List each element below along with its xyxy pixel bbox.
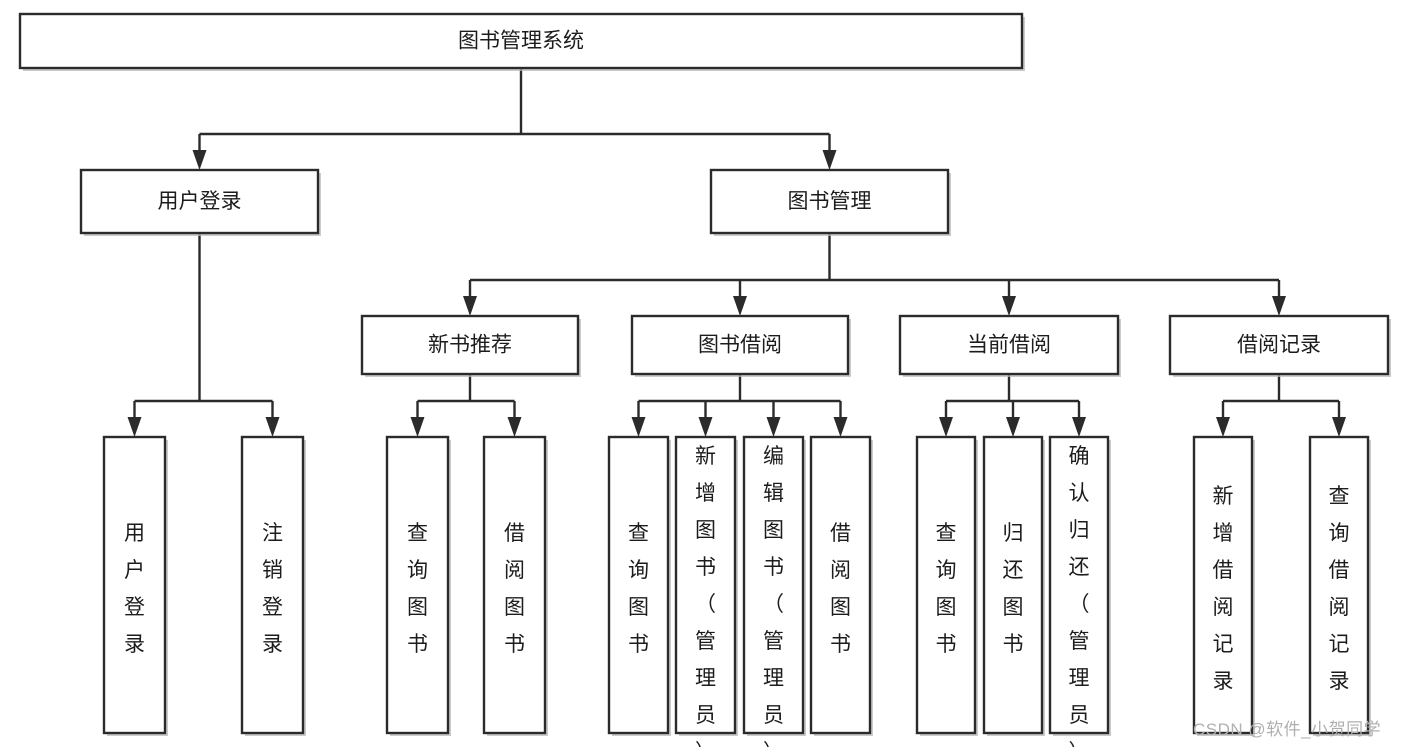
node-rect[interactable] (1168, 314, 1390, 376)
node-label: 归还图书 (1003, 522, 1024, 656)
node-label: 查询图书 (628, 522, 649, 656)
arrow-head (127, 417, 142, 437)
node-label: 借阅记录 (1237, 334, 1321, 357)
node-当前借阅[interactable]: 当前借阅 (898, 314, 1121, 377)
node-rect[interactable] (1048, 435, 1110, 735)
node-label: 图书管理系统 (458, 30, 584, 53)
arrow-head (410, 417, 425, 437)
arrow-head (631, 417, 646, 437)
arrow-head (939, 417, 953, 437)
node-用户登录[interactable]: 用户登录 (102, 435, 168, 736)
node-查询图书[interactable]: 查询图书 (607, 435, 671, 736)
node-rect[interactable] (385, 435, 450, 735)
node-查询图书[interactable]: 查询图书 (915, 435, 978, 736)
arrow-head (463, 296, 477, 316)
node-label: 当前借阅 (967, 334, 1051, 357)
node-label: 用户登录 (124, 522, 145, 656)
node-rect[interactable] (630, 314, 850, 376)
node-label: 查询借阅记录 (1329, 485, 1350, 693)
node-归还图书[interactable]: 归还图书 (982, 435, 1045, 736)
node-新增图书管理员[interactable]: 新增图书（管理员） (674, 435, 738, 747)
connector-layer (127, 68, 1346, 437)
node-label: 新书推荐 (428, 334, 512, 357)
node-图书管理系统[interactable]: 图书管理系统 (18, 12, 1025, 71)
node-rect[interactable] (79, 168, 320, 235)
node-rect[interactable] (360, 314, 580, 376)
arrow-head (1002, 296, 1016, 316)
arrow-head (833, 417, 848, 437)
arrow-head (698, 417, 713, 437)
arrow-head (192, 150, 207, 170)
node-label: 用户登录 (158, 190, 242, 213)
node-rect[interactable] (482, 435, 547, 735)
node-借阅记录[interactable]: 借阅记录 (1168, 314, 1391, 377)
arrow-head (822, 150, 837, 170)
arrow-head (766, 417, 781, 437)
node-查询图书[interactable]: 查询图书 (385, 435, 451, 736)
node-rect[interactable] (809, 435, 872, 735)
node-rect[interactable] (607, 435, 670, 735)
node-借阅图书[interactable]: 借阅图书 (482, 435, 548, 736)
node-rect[interactable] (1308, 435, 1370, 735)
node-layer: 图书管理系统用户登录用户登录注销登录图书管理新书推荐查询图书借阅图书图书借阅查询… (18, 12, 1391, 747)
arrow-head (507, 417, 522, 437)
node-rect[interactable] (674, 435, 737, 735)
node-rect[interactable] (898, 314, 1120, 376)
arrow-head (1216, 417, 1230, 437)
arrow-head (1272, 296, 1286, 316)
arrow-head (1072, 417, 1086, 437)
arrow-head (1332, 417, 1346, 437)
node-label: 借阅图书 (504, 522, 525, 656)
node-label: 图书管理 (788, 190, 872, 213)
node-label: 新增图书（管理员） (695, 445, 716, 747)
node-图书借阅[interactable]: 图书借阅 (630, 314, 851, 377)
node-编辑图书管理员[interactable]: 编辑图书（管理员） (742, 435, 806, 747)
node-rect[interactable] (102, 435, 167, 735)
node-label: 新增借阅记录 (1213, 485, 1234, 693)
arrow-head (733, 296, 747, 316)
node-rect[interactable] (18, 12, 1024, 70)
node-新增借阅记录[interactable]: 新增借阅记录 (1192, 435, 1255, 736)
arrow-head (265, 417, 280, 437)
node-注销登录[interactable]: 注销登录 (240, 435, 306, 736)
node-rect[interactable] (1192, 435, 1254, 735)
node-新书推荐[interactable]: 新书推荐 (360, 314, 581, 377)
arrow-head (1006, 417, 1020, 437)
node-借阅图书[interactable]: 借阅图书 (809, 435, 873, 736)
node-label: 注销登录 (262, 522, 283, 656)
node-label: 编辑图书（管理员） (763, 445, 784, 747)
node-确认归还管理员[interactable]: 确认归还（管理员） (1048, 435, 1111, 747)
node-用户登录[interactable]: 用户登录 (79, 168, 321, 236)
node-rect[interactable] (915, 435, 977, 735)
node-label: 借阅图书 (830, 522, 851, 656)
node-rect[interactable] (742, 435, 805, 735)
node-rect[interactable] (982, 435, 1044, 735)
node-label: 图书借阅 (698, 334, 782, 357)
node-图书管理[interactable]: 图书管理 (709, 168, 951, 236)
node-rect[interactable] (240, 435, 305, 735)
node-label: 确认归还（管理员） (1069, 445, 1090, 747)
node-label: 查询图书 (936, 522, 957, 656)
node-查询借阅记录[interactable]: 查询借阅记录 (1308, 435, 1371, 736)
node-label: 查询图书 (407, 522, 428, 656)
node-rect[interactable] (709, 168, 950, 235)
